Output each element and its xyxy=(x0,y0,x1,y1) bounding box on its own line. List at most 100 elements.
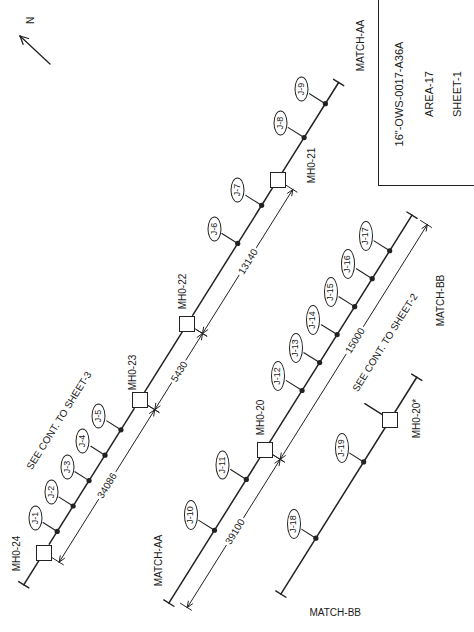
dimension-value: 13140 xyxy=(234,245,260,278)
junction-callout: J-19 xyxy=(335,433,349,463)
leader-line xyxy=(288,128,304,138)
junction-callout: J-7 xyxy=(231,178,245,203)
continuation-note: SEE CONT. TO SHEET-3 xyxy=(24,369,94,471)
north-arrow-head xyxy=(20,36,23,44)
dimension-line xyxy=(187,459,280,607)
junction-dot xyxy=(212,528,217,533)
leader-line xyxy=(374,241,390,251)
junction-label: J-2 xyxy=(46,486,56,499)
junction-label: J-17 xyxy=(361,227,371,245)
dimension-line xyxy=(203,189,293,333)
leader-line xyxy=(321,325,337,335)
junction-dot xyxy=(352,304,357,309)
junction-label: J-18 xyxy=(289,516,299,534)
junction-dot xyxy=(387,248,392,253)
junction-dot xyxy=(361,459,366,464)
junction-label: J-15 xyxy=(326,283,336,301)
extension-line xyxy=(420,220,431,227)
junction-callout: J-18 xyxy=(287,509,301,539)
dimension-value: 39100 xyxy=(222,515,248,548)
junction-label: J-12 xyxy=(273,367,283,385)
dimension-arrow xyxy=(187,604,192,608)
junction-label: J-8 xyxy=(275,116,285,129)
junction-dot xyxy=(313,536,318,541)
pipe-line xyxy=(169,215,412,603)
junction-callout: J-15 xyxy=(324,277,338,307)
junction-callout: J-4 xyxy=(76,429,90,454)
leader-line xyxy=(246,195,262,205)
junction-callout: J-14 xyxy=(306,305,320,335)
manhole-box: MH0-22 xyxy=(179,316,195,332)
title-block: 16"-OWS-0017-A36AAREA-17SHEET-1 xyxy=(378,0,474,186)
manhole-box: MH0-23 xyxy=(132,392,148,408)
junction-dot xyxy=(323,101,328,106)
junction-label: J-1 xyxy=(30,511,40,524)
pipe-end-mark xyxy=(412,374,422,380)
dimension-line xyxy=(155,333,203,409)
dimension-arrow xyxy=(292,189,293,195)
junction-label: J-7 xyxy=(233,184,243,197)
leader-line xyxy=(304,353,320,363)
junction-label: J-16 xyxy=(344,255,354,273)
junction-dot xyxy=(370,276,375,281)
pipe-end-mark xyxy=(334,79,344,85)
dimension-value: 15000 xyxy=(341,324,367,357)
junction-callout: J-2 xyxy=(44,480,58,505)
dimension-arrow xyxy=(280,456,285,460)
junction-callout: J-3 xyxy=(60,454,74,479)
leader-line xyxy=(356,269,372,279)
junction-dot xyxy=(86,478,91,483)
continuation-note: SEE CONT. TO SHEET-2 xyxy=(350,291,420,393)
junction-dot xyxy=(235,241,240,246)
title-text: AREA-17 xyxy=(423,71,435,117)
junction-dot xyxy=(118,427,123,432)
match-label: MATCH-AA xyxy=(153,534,164,585)
title-text: 16"-OWS-0017-A36A xyxy=(393,41,405,146)
pipe-line xyxy=(281,377,417,594)
junction-label: J-11 xyxy=(218,456,228,473)
manhole-label: MH0-21 xyxy=(306,148,317,184)
pipe-end-mark xyxy=(407,212,417,218)
extension-line xyxy=(286,185,297,192)
leader-line xyxy=(286,381,302,391)
leader-line xyxy=(199,520,215,530)
manhole-label: MH0-24 xyxy=(11,535,22,571)
dimension-value: 34086 xyxy=(94,470,120,503)
extension-line xyxy=(196,329,207,336)
dimension-line xyxy=(59,410,155,562)
junction-dot xyxy=(71,503,76,508)
junction-dot xyxy=(317,360,322,365)
dimension-arrow xyxy=(59,558,64,562)
dimension-arrow xyxy=(426,225,427,231)
junction-callout: J-11 xyxy=(216,450,230,479)
leader-line xyxy=(339,297,355,307)
junction-label: J-3 xyxy=(62,461,72,474)
manhole-box: MH0-24 xyxy=(36,545,52,561)
manhole-label: MH0-20 xyxy=(255,400,266,436)
junction-label: J-14 xyxy=(308,311,318,329)
dimension-line xyxy=(280,225,427,460)
junction-callout: J-13 xyxy=(289,333,303,363)
manhole-box: MH0-21 xyxy=(270,172,286,188)
pipe-segment xyxy=(192,188,272,316)
pipe-end-mark xyxy=(276,591,286,597)
pipe-end-mark xyxy=(164,600,174,606)
manhole-label: MH0-22 xyxy=(177,274,188,310)
manhole-box: MH0-20* xyxy=(382,412,398,428)
extension-line xyxy=(273,455,284,462)
junction-callout: J-16 xyxy=(341,249,355,279)
junction-label: J-4 xyxy=(78,435,88,448)
north-arrow xyxy=(20,36,50,64)
match-label: MATCH-AA xyxy=(355,19,366,70)
junction-callout: J-1 xyxy=(28,505,42,530)
junction-callout: J-17 xyxy=(359,221,373,251)
extension-line xyxy=(180,603,191,610)
junction-callout: J-6 xyxy=(207,216,221,241)
junction-dot xyxy=(302,135,307,140)
junction-dot xyxy=(55,529,60,534)
junction-callout: J-5 xyxy=(92,403,106,428)
manhole-box: MH0-20 xyxy=(257,442,273,458)
manhole-label: MH0-23 xyxy=(127,354,138,390)
match-label: MATCH-BB xyxy=(310,607,361,618)
